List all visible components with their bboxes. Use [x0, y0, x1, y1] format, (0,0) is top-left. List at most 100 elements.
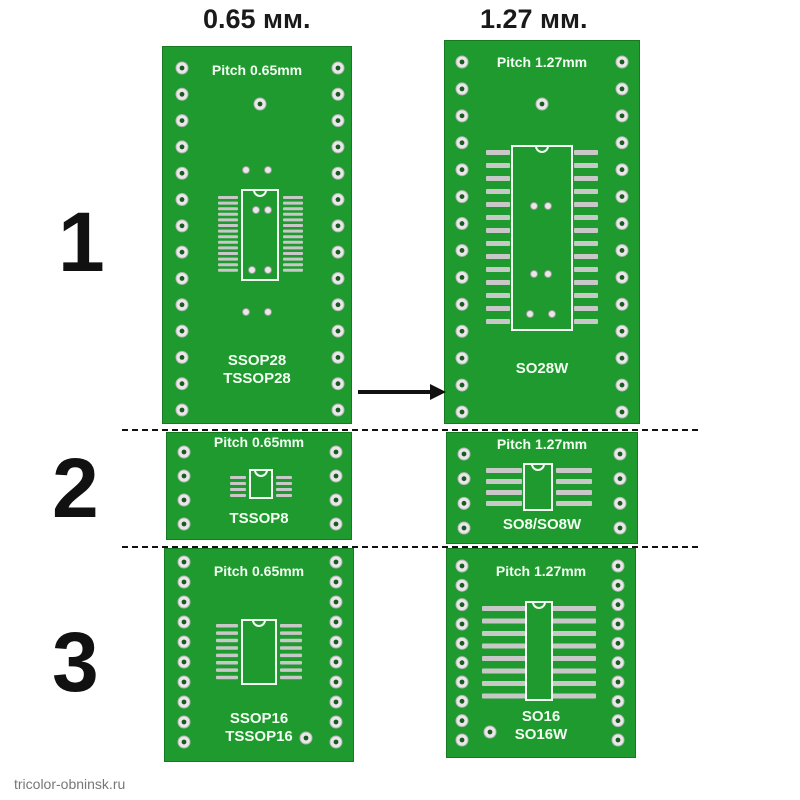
via-hole	[335, 354, 341, 360]
via-hole	[257, 101, 263, 107]
via-hole	[615, 582, 621, 588]
smd-pad	[486, 228, 510, 233]
smd-pad	[552, 606, 596, 611]
smd-pad	[218, 224, 238, 227]
smd-pad	[218, 196, 238, 199]
via-hole	[181, 579, 187, 585]
smd-pad	[283, 257, 303, 261]
smd-pad	[486, 490, 522, 495]
smd-pad	[218, 268, 238, 272]
smd-pad	[574, 202, 598, 207]
smd-pad	[486, 319, 510, 324]
via-hole	[539, 101, 545, 107]
smd-pad	[216, 638, 238, 643]
smd-pad	[283, 218, 303, 222]
via-hole	[619, 86, 625, 92]
via-hole	[179, 144, 185, 150]
smd-pad	[283, 252, 303, 255]
smd-pad	[574, 293, 598, 298]
via-hole	[459, 602, 465, 608]
board-so8	[446, 432, 638, 544]
pin1-notch	[532, 601, 546, 609]
via-hole	[335, 170, 341, 176]
smd-pad	[283, 246, 303, 250]
pin1-notch	[252, 619, 266, 627]
smd-pad	[574, 150, 598, 155]
via-hole	[615, 660, 621, 666]
smd-pad	[574, 189, 598, 194]
test-point	[264, 166, 272, 174]
via-hole	[619, 301, 625, 307]
test-point	[248, 266, 256, 274]
pitch-label-so8: Pitch 1.27mm	[496, 436, 588, 452]
ic-outline	[249, 469, 273, 499]
smd-pad	[552, 656, 596, 661]
label-ssop28: SSOP28	[227, 352, 287, 369]
smd-pad	[482, 618, 526, 624]
via-hole	[619, 248, 625, 253]
via-hole	[333, 659, 339, 665]
smd-pad	[556, 501, 592, 506]
smd-pad	[280, 675, 302, 680]
smd-pad	[482, 668, 526, 674]
pitch-label-so16: Pitch 1.27mm	[495, 563, 587, 579]
via-hole	[619, 140, 625, 146]
smd-pad	[283, 229, 303, 233]
via-hole	[619, 221, 625, 226]
via-hole	[335, 144, 341, 150]
via-hole	[181, 699, 187, 705]
smd-pad	[283, 212, 303, 216]
smd-pad	[574, 254, 598, 259]
label-tssop16: TSSOP16	[225, 728, 293, 745]
smd-pad	[280, 638, 302, 643]
smd-pad	[574, 267, 598, 272]
smd-pad	[486, 479, 522, 484]
via-hole	[461, 476, 467, 482]
via-hole	[181, 473, 187, 479]
smd-pad	[230, 494, 246, 497]
smd-pad	[552, 681, 596, 686]
via-hole	[459, 621, 465, 627]
via-hole	[459, 409, 465, 415]
via-hole	[333, 639, 339, 645]
via-hole	[181, 559, 187, 565]
via-hole	[619, 59, 625, 65]
smd-pad	[574, 306, 598, 311]
board-ssop16	[164, 548, 354, 762]
smd-pad	[218, 240, 238, 244]
smd-pad	[574, 163, 598, 168]
section-number-3: 3	[52, 615, 99, 709]
smd-pad	[486, 202, 510, 207]
section-number-2: 2	[52, 441, 99, 535]
via-hole	[459, 382, 465, 388]
smd-pad	[486, 468, 522, 473]
smd-pad	[482, 656, 526, 661]
smd-pad	[216, 668, 238, 672]
smd-pad	[218, 229, 238, 233]
smd-pad	[552, 668, 596, 674]
smd-pad	[486, 176, 510, 181]
ic-outline	[511, 145, 573, 331]
via-hole	[619, 113, 625, 119]
smd-pad	[486, 280, 510, 285]
via-hole	[179, 381, 185, 387]
smd-pad	[556, 490, 592, 495]
smd-pad	[276, 488, 292, 491]
via-hole	[459, 737, 465, 743]
test-point	[264, 308, 272, 316]
via-hole	[459, 113, 465, 119]
via-hole	[459, 194, 465, 200]
separator-line-2	[122, 546, 698, 548]
smd-pad	[482, 631, 526, 636]
via-hole	[333, 449, 339, 455]
via-hole	[459, 698, 465, 704]
label-so16: SO16	[521, 708, 561, 725]
smd-pad	[280, 624, 302, 628]
smd-pad	[216, 675, 238, 680]
via-hole	[303, 735, 309, 741]
label-so8: SO8/SO8W	[502, 516, 582, 533]
via-hole	[335, 276, 341, 281]
via-hole	[333, 679, 339, 685]
pitch-label-tssop8: Pitch 0.65mm	[213, 434, 305, 450]
ic-outline	[523, 463, 553, 511]
